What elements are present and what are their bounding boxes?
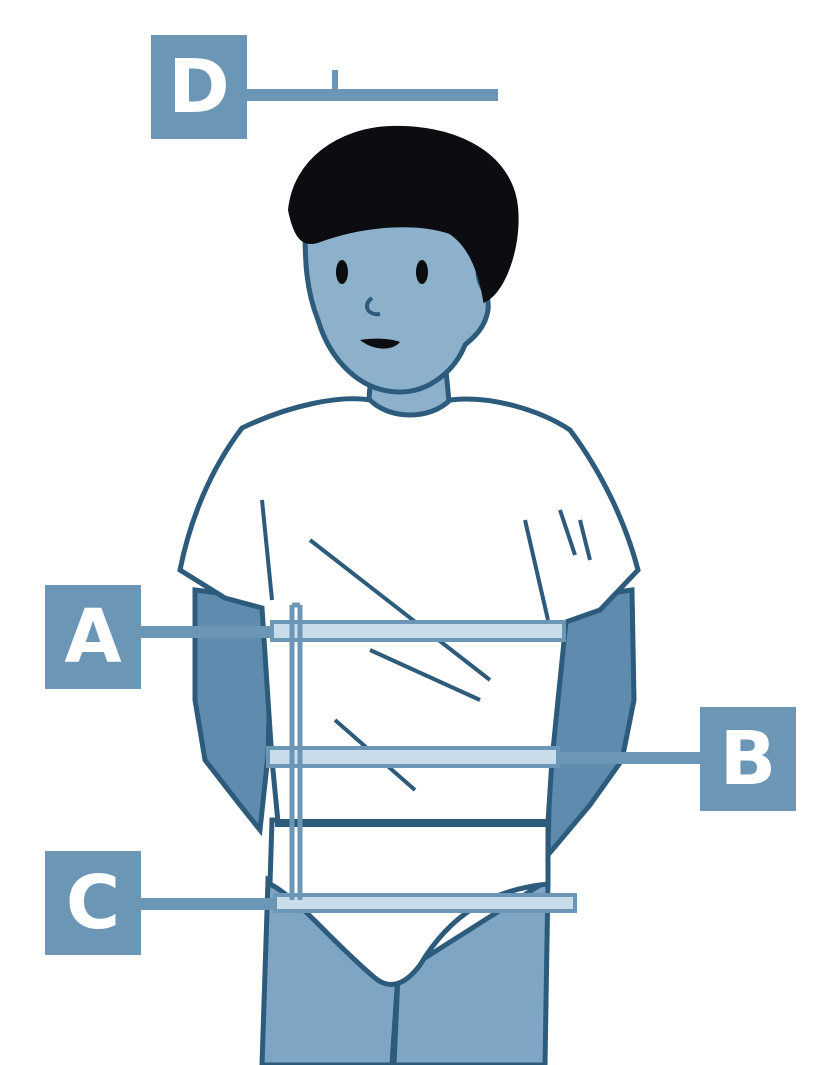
head — [290, 128, 517, 392]
right-eye — [416, 260, 428, 284]
label-a: A — [45, 585, 141, 689]
scale-band-a — [272, 622, 564, 640]
label-d: D — [151, 35, 247, 139]
label-b: B — [700, 707, 796, 811]
scale-band-b — [268, 748, 558, 766]
left-eye — [336, 260, 348, 284]
label-c: C — [45, 851, 141, 955]
scale-band-c — [275, 895, 575, 911]
